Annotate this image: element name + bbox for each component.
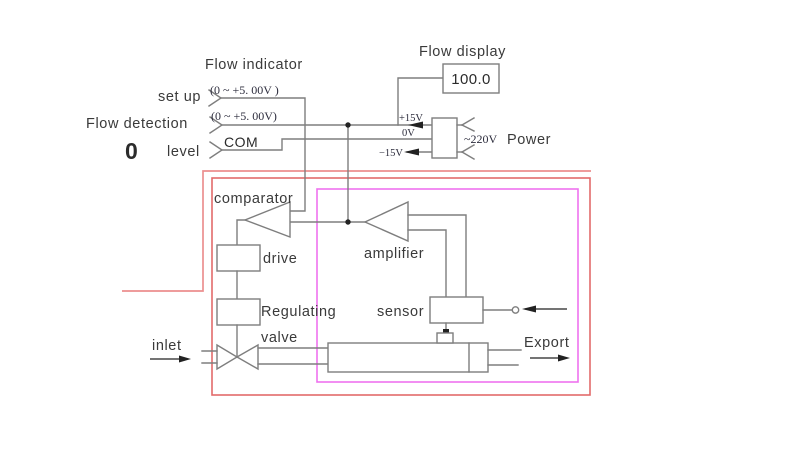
sensor-label: sensor xyxy=(377,304,424,320)
outer-red-boundary xyxy=(122,170,591,292)
amp-input-wire-2 xyxy=(407,229,447,298)
export-label: Export xyxy=(524,335,570,351)
setup-wire xyxy=(220,97,306,212)
power-label: Power xyxy=(507,132,551,148)
ac-voltage-label: ~220V xyxy=(464,132,497,146)
sensor-input-arrowhead-icon xyxy=(522,305,536,313)
comparator-block xyxy=(236,200,291,246)
valve-bowtie-right-icon xyxy=(235,343,259,371)
drive-box xyxy=(216,244,261,272)
com-wire xyxy=(221,138,433,151)
plus15-label: +15V xyxy=(399,113,423,124)
flow-display-box xyxy=(442,63,500,94)
flow-indicator-label: Flow indicator xyxy=(205,57,303,73)
flow-display-value: 100.0 xyxy=(451,71,491,88)
com-label: COM xyxy=(224,134,258,150)
inner-red-boundary xyxy=(211,177,591,396)
set-up-label: set up xyxy=(158,89,201,105)
signal-connector-chevrons xyxy=(208,89,224,159)
amplifier-block xyxy=(363,200,467,298)
sensor-terminal-circle-icon xyxy=(511,306,520,314)
inlet-arrow-icon xyxy=(150,355,191,363)
setup-range-label: (0 ~ +5. 00V ) xyxy=(210,83,279,97)
regulating-box xyxy=(216,298,261,326)
minus15-arrowhead-icon xyxy=(404,148,419,156)
comparator-output-wire xyxy=(236,219,246,246)
detection-range-label: (0 ~ +5. 00V) xyxy=(211,109,277,123)
minus15-label: −15V xyxy=(379,148,403,159)
inlet-label: inlet xyxy=(152,338,182,354)
flow-tube xyxy=(327,342,489,373)
drive-block xyxy=(216,244,261,300)
export-arrow-icon xyxy=(530,354,570,362)
amplifier-label: amplifier xyxy=(364,246,424,262)
ac-input-fork-bottom-icon xyxy=(456,144,475,160)
zerov-label: 0V xyxy=(402,128,415,139)
flow-detection-label: Flow detection xyxy=(86,116,188,132)
junction-dot-bottom xyxy=(345,219,351,225)
sensor-probe-dot xyxy=(443,329,449,334)
regulating-valve-block xyxy=(216,298,261,371)
power-supply xyxy=(404,117,475,160)
system-boundaries xyxy=(122,170,591,396)
junction-dot-top xyxy=(345,122,351,128)
regulating-label: Regulating xyxy=(261,304,336,320)
plus15-arrowhead-icon xyxy=(408,121,423,129)
comparator-label: comparator xyxy=(214,191,293,207)
power-supply-box xyxy=(431,117,458,159)
sensor-probe-box xyxy=(436,332,454,344)
valve-bowtie-left-icon xyxy=(216,343,239,371)
drive-label: drive xyxy=(263,251,297,267)
comparator-triangle-icon xyxy=(243,200,291,239)
sensor-block xyxy=(429,296,567,344)
valve-label: valve xyxy=(261,330,298,346)
flow-display-label: Flow display xyxy=(419,44,506,60)
ac-input-fork-top-icon xyxy=(456,117,475,132)
amp-input-wire-1 xyxy=(407,214,467,298)
piping xyxy=(201,342,522,373)
amplifier-triangle-icon xyxy=(363,200,409,243)
level-label: level xyxy=(167,144,200,160)
signal-wires xyxy=(220,77,444,223)
display-wire xyxy=(397,77,444,126)
level-value: 0 xyxy=(125,138,138,164)
sensor-zone-boundary xyxy=(316,188,579,383)
sensor-box xyxy=(429,296,484,324)
flow-display xyxy=(442,63,500,94)
chevron-com-icon xyxy=(209,141,224,159)
